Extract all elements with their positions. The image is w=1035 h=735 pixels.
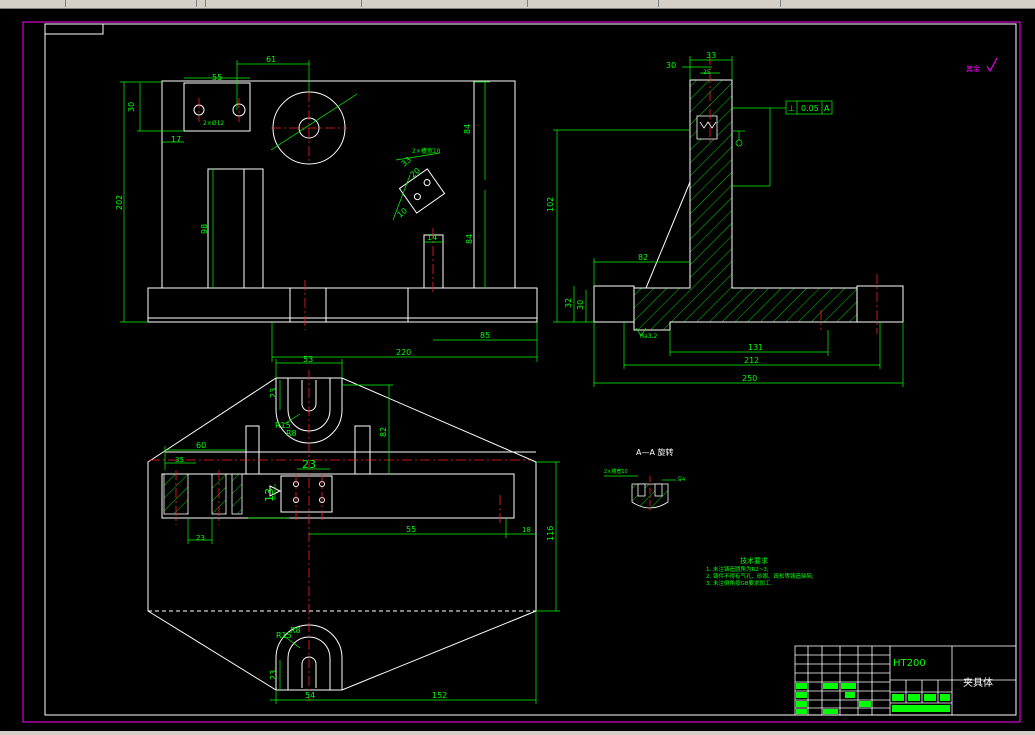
section-a-a: A—A 旋转 2×槽宽10 深4: [604, 447, 685, 510]
status-bar: [0, 731, 1035, 735]
code-box: [44, 23, 104, 35]
title-block-fills: [796, 683, 950, 714]
front-view-dim-text: 61 55 30 17 202 2×Ø12 84 98 84 2×槽宽10 33…: [115, 55, 490, 357]
roughness-note: 其余: [966, 57, 998, 73]
dim-30b: 30: [576, 300, 585, 310]
dim-18: 18: [522, 526, 531, 534]
side-view: [593, 79, 904, 331]
side-view-centerlines: [709, 55, 878, 334]
toolbar-segment[interactable]: [528, 0, 659, 7]
material-label: HT200: [893, 658, 926, 669]
front-view-centerlines: [198, 92, 434, 330]
top-view-dim-text: 53 23 R15 R8 82 60 35 23 23 13 55 18 116…: [175, 355, 555, 700]
toolbar-segment[interactable]: [206, 0, 362, 7]
dim-82-side: 82: [638, 253, 648, 262]
tolerance-value: 0.05: [801, 104, 819, 113]
dim-20: 20: [409, 166, 423, 179]
dim-220: 220: [396, 348, 411, 357]
window-toolbar-strip: [0, 0, 1035, 9]
dim-23-lower: 23: [269, 670, 278, 680]
section-title: A—A 旋转: [636, 447, 674, 457]
hole-note: 2×Ø12: [203, 120, 224, 127]
tech-title: 技术要求: [740, 556, 768, 565]
section-note-depth: 深4: [677, 476, 685, 483]
slot-note: 2×槽宽10: [412, 147, 441, 155]
section-note: 2×槽宽10: [604, 468, 628, 475]
dim-35: 35: [175, 456, 184, 464]
dim-23-upper: 23: [269, 388, 278, 398]
dim-152: 152: [432, 691, 447, 700]
dim-61: 61: [266, 55, 276, 64]
dim-84-upper: 84: [463, 124, 472, 134]
dim-131: 131: [748, 343, 763, 352]
front-view-dimensions: [120, 60, 538, 362]
dim-30-side: 30: [666, 61, 676, 70]
dim-33-side: 33: [706, 51, 716, 60]
toolbar-segment[interactable]: [197, 0, 206, 7]
tech-item-2: 2. 铸件不得有气孔、砂眼、疏松等铸造缺陷;: [706, 572, 814, 580]
dim-212: 212: [744, 356, 759, 365]
roughness-check-icon: [986, 57, 998, 73]
dim-55-top: 55: [406, 525, 416, 534]
toolbar-segment[interactable]: [66, 0, 197, 7]
dim-14: 14: [427, 233, 437, 242]
dim-23-center: 23: [302, 458, 316, 471]
outer-border: [22, 21, 1021, 723]
dim-32: 32: [564, 298, 573, 308]
dim-60: 60: [196, 441, 206, 450]
title-block: [794, 645, 1017, 716]
tech-item-1: 1. 未注铸造圆角为R2~3;: [706, 565, 769, 573]
dim-85: 85: [480, 331, 490, 340]
dim-25: 25: [703, 69, 711, 76]
dim-33: 33: [400, 155, 414, 168]
dim-13: 13: [263, 488, 276, 502]
dim-54: 54: [305, 691, 315, 700]
top-view-dimensions: [164, 359, 560, 704]
dim-30: 30: [127, 102, 136, 112]
toolbar-segment[interactable]: [660, 0, 781, 7]
tolerance-datum: A: [824, 104, 830, 113]
dim-53: 53: [303, 355, 313, 364]
dim-r15-upper: R15: [275, 421, 291, 430]
roughness-note-text: 其余: [966, 64, 980, 73]
toolbar-segment[interactable]: [362, 0, 528, 7]
dim-102: 102: [546, 197, 555, 212]
dim-98: 98: [200, 224, 209, 234]
dim-82-top: 82: [379, 427, 388, 437]
dim-r8-upper: R8: [286, 429, 297, 438]
part-name: 夹具体: [963, 676, 993, 689]
dim-84-lower: 84: [465, 234, 474, 244]
dim-55: 55: [212, 73, 222, 82]
side-view-dimensions: [553, 56, 904, 387]
front-view: [147, 80, 538, 323]
inner-border: [44, 23, 1017, 716]
dim-116: 116: [546, 526, 555, 541]
tech-item-3: 3. 未注倒角按GB要求加工.: [706, 579, 773, 587]
dim-r15-lower: R15: [276, 631, 292, 640]
dim-250: 250: [742, 374, 757, 383]
dim-r8-lower: R8: [290, 626, 301, 635]
roughness-ra: Ra3.2: [640, 333, 657, 340]
dim-202: 202: [115, 195, 124, 210]
toolbar-segment[interactable]: [0, 0, 66, 7]
dim-17: 17: [171, 135, 181, 144]
dim-23-left: 23: [196, 534, 205, 542]
top-view-centerlines: [150, 370, 530, 700]
drawing-canvas[interactable]: 61 55 30 17 202 2×Ø12 84 98 84 2×槽宽10 33…: [0, 9, 1035, 731]
side-view-dim-text: 33 30 25 102 82 32 30 131 212 250 Ra3.2 …: [546, 51, 830, 383]
technical-requirements: 技术要求 1. 未注铸造圆角为R2~3; 2. 铸件不得有气孔、砂眼、疏松等铸造…: [706, 556, 814, 587]
tolerance-symbol: ⊥: [788, 104, 795, 113]
